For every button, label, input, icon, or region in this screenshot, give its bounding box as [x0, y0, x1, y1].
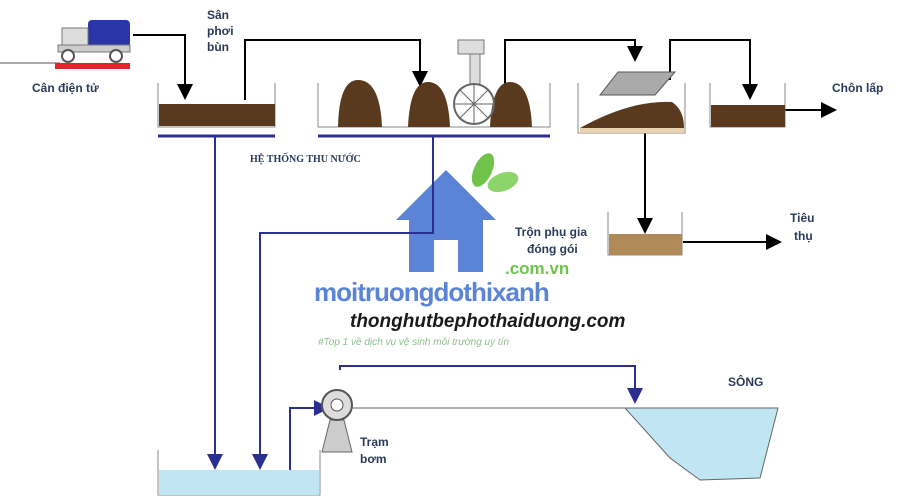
- drying-bed-label-1: Sân: [207, 8, 229, 22]
- screening-tank: [577, 71, 686, 134]
- consume-label-1: Tiêu: [790, 211, 814, 225]
- river-label: SÔNG: [728, 374, 763, 389]
- consume-label-2: thụ: [794, 229, 813, 243]
- collection-tank: [157, 450, 321, 496]
- water-flow-lines: [207, 137, 643, 470]
- mixing-label-1: Trộn phụ gia: [515, 225, 587, 239]
- drying-bed-tank: [157, 83, 276, 138]
- pump-icon: [321, 389, 625, 453]
- watermark-brand: moitruongdothixanh: [314, 277, 549, 307]
- pump-label-2: bơm: [360, 452, 387, 466]
- water-collection-label: HỆ THỐNG THU NƯỚC: [250, 152, 361, 165]
- river: [623, 407, 779, 481]
- mixing-label-2: đóng gói: [527, 242, 578, 256]
- watermark-site: thonghutbephothaiduong.com: [350, 311, 626, 332]
- pump-label-1: Trạm: [360, 435, 389, 449]
- truck-icon: [0, 20, 131, 69]
- landfill-label: Chôn lấp: [832, 81, 883, 95]
- drying-bed-label-3: bùn: [207, 40, 229, 54]
- landfill-tank: [709, 83, 786, 128]
- composting-tank: [317, 39, 551, 138]
- turner-wheel-icon: [453, 83, 495, 125]
- mixing-tank: [607, 212, 683, 256]
- drying-bed-label-2: phơi: [207, 24, 234, 38]
- watermark-tagline: #Top 1 về dịch vụ vệ sinh môi trường uy …: [318, 336, 509, 348]
- sludge-flow-lines: [133, 34, 837, 250]
- scale-label: Cân điện tử: [32, 81, 99, 95]
- watermark-logo: [396, 153, 519, 272]
- watermark-domain-suffix: .com.vn: [505, 259, 569, 278]
